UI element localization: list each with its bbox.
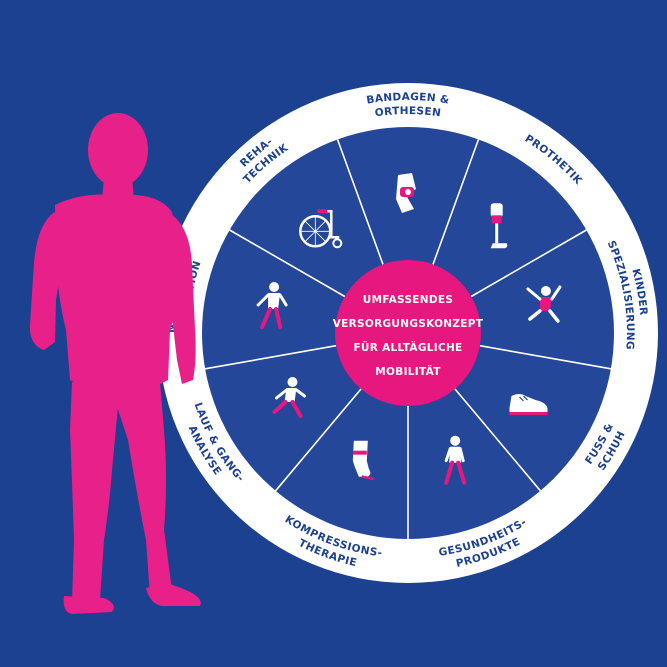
- segment-divider: [336, 139, 384, 265]
- knee-brace-icon: [396, 173, 416, 213]
- pink-bodysuit-figure: [29, 113, 201, 614]
- running-shoe-icon: [509, 394, 548, 415]
- segment-divider: [470, 229, 587, 298]
- segment-divider: [229, 229, 346, 298]
- center-text: UMFASSENDES VERSORGUNGSKONZEPT FÜR ALLTÄ…: [333, 294, 484, 378]
- center-hub: [335, 260, 481, 406]
- compression-stocking-icon: [352, 440, 375, 480]
- segment-divider: [274, 388, 362, 492]
- wheel: BANDAGEN &ORTHESENPROTHETIKKINDERSPEZIAL…: [158, 83, 658, 583]
- segment-divider: [479, 344, 612, 370]
- center-line-3: FÜR ALLTÄGLICHE: [353, 340, 462, 354]
- segment-divider: [432, 139, 480, 265]
- runner-icon: [272, 377, 306, 418]
- segment-icons: [256, 173, 562, 485]
- center-line-1: UMFASSENDES: [363, 294, 453, 306]
- segment-dividers: [204, 139, 612, 539]
- leg-prosthesis-icon: [490, 203, 508, 249]
- segment-divider: [204, 344, 337, 370]
- walking-person-icon: [444, 435, 467, 485]
- jumping-child-icon: [526, 285, 562, 323]
- rehab-person-icon: [256, 282, 288, 329]
- center-line-4: MOBILITÄT: [375, 364, 441, 378]
- segment-label-bandagen-line-1: BANDAGEN &: [366, 91, 451, 107]
- segment-divider: [454, 388, 542, 492]
- center-line-2: VERSORGUNGSKONZEPT: [333, 318, 484, 330]
- wheelchair-icon: [299, 209, 343, 249]
